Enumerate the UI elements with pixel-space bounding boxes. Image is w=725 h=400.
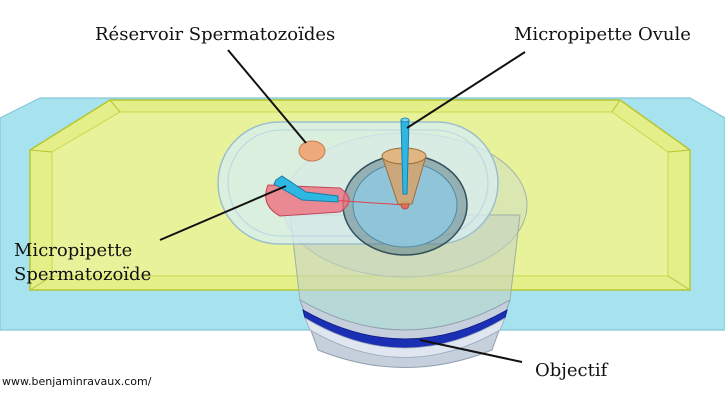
- sperm-micropipette: [273, 175, 339, 203]
- label-objectif: Objectif: [535, 360, 608, 381]
- plate-bevel-line: [667, 275, 691, 291]
- leader-line-pip-ovule: [406, 51, 526, 129]
- credit-url: www.benjaminravaux.com/: [2, 375, 152, 388]
- label-micropipette-sperm-line1: Micropipette: [14, 240, 133, 261]
- label-micropipette-ovule: Micropipette Ovule: [514, 24, 691, 45]
- plate-bevel-line: [611, 99, 621, 113]
- label-reservoir: Réservoir Spermatozoïdes: [95, 24, 336, 45]
- label-micropipette-sperm-line2: Spermatozoïde: [14, 264, 152, 285]
- plate-bevel-line: [109, 99, 121, 113]
- leader-line-reservoir: [227, 49, 307, 144]
- plate-bevel-line: [667, 149, 691, 153]
- leader-line-objectif: [419, 339, 523, 363]
- plate-bevel-line: [29, 149, 53, 153]
- plate-bevel-line: [29, 275, 53, 291]
- ovule-micropipette-cap: [400, 117, 410, 123]
- ovule-micropipette: [400, 119, 410, 195]
- leader-line-pip-sperm: [159, 185, 287, 241]
- objective-lower-body: [299, 298, 511, 368]
- sperm-reservoir-drop: [298, 140, 326, 162]
